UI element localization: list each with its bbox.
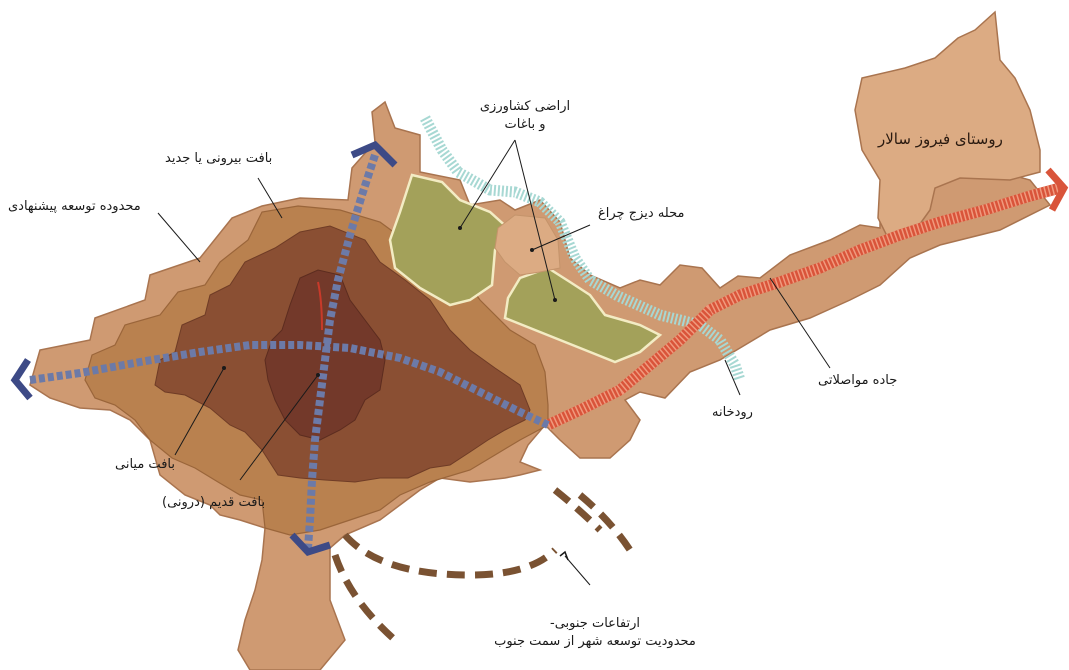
label-outer-fabric: بافت بیرونی یا جدید xyxy=(165,151,273,166)
label-village: روستای فیروز سالار xyxy=(878,130,1003,148)
village-area xyxy=(854,10,1041,239)
south-arrow-icon xyxy=(289,532,332,557)
label-river: رودخانه xyxy=(712,405,753,420)
dizaj-district-area xyxy=(494,214,561,276)
leader-dots xyxy=(222,226,557,377)
west-arrow-icon xyxy=(10,358,33,401)
south-heights-arc-3 xyxy=(552,487,603,533)
label-old-fabric: بافت قدیم (درونی) xyxy=(162,495,266,510)
north-south-axis xyxy=(304,153,379,549)
label-south-heights: ارتفاعات جنوبی- محدودیت توسعه شهر از سمت… xyxy=(440,615,750,651)
south-heights-arc-4 xyxy=(577,492,633,552)
transit-road-hatch xyxy=(545,182,1062,430)
leader-lines xyxy=(157,139,831,586)
south-heights-arc-2 xyxy=(342,532,558,579)
label-south-heights-line1: ارتفاعات جنوبی- xyxy=(550,616,640,631)
leader-arrow-icon xyxy=(559,550,569,561)
label-middle-fabric: بافت میانی xyxy=(115,457,175,472)
label-agriculture-line2: و باغات xyxy=(504,117,546,132)
road-arrow-icon xyxy=(1045,167,1069,212)
agriculture-parcel-1 xyxy=(388,173,512,307)
south-heights-arc-1 xyxy=(331,553,398,643)
agriculture-parcel-2 xyxy=(503,266,663,364)
label-dizaj-district: محله دیزج چراغ xyxy=(598,206,685,221)
north-arrow-icon xyxy=(350,140,398,168)
historic-red-line xyxy=(317,281,323,331)
label-south-heights-line2: محدودیت توسعه شهر از سمت جنوب xyxy=(494,634,696,649)
old-core-area xyxy=(264,269,386,441)
label-proposed-boundary: محدوده توسعه پیشنهادی xyxy=(8,199,141,214)
label-agriculture-line1: اراضی کشاورزی xyxy=(479,99,571,114)
label-transit-road: جاده مواصلاتی xyxy=(818,373,898,388)
label-agriculture: اراضی کشاورزی و باغات xyxy=(470,98,580,134)
